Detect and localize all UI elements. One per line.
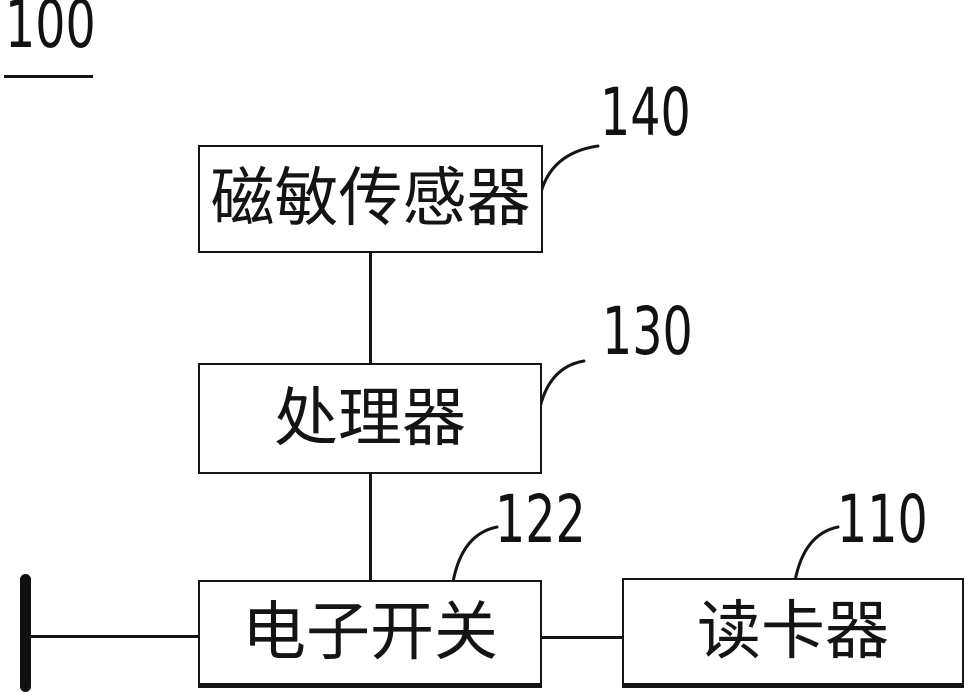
block-processor: 处理器 [198,363,542,474]
processor-label: 处理器 [274,382,466,454]
electronic-switch-label: 电子开关 [242,596,498,668]
connector-bar-to-switch [27,635,198,638]
ref-label-processor: 130 [602,293,693,370]
figure-reference-underline [4,75,93,78]
card-reader-label: 读卡器 [697,595,889,667]
ref-label-card-reader: 110 [837,481,928,558]
block-card-reader: 读卡器 [622,578,964,688]
connector-processor-to-switch [369,474,372,580]
block-electronic-switch: 电子开关 [198,580,542,688]
connector-sensor-to-processor [369,253,372,363]
ref-label-magnetic-sensor: 140 [600,74,691,151]
magnetic-sensor-label: 磁敏传感器 [210,163,531,234]
leader-line-110 [793,525,840,583]
block-magnetic-sensor: 磁敏传感器 [198,145,543,253]
terminal-bar-icon [20,574,31,692]
leader-line-140 [538,144,600,198]
ref-label-electronic-switch: 122 [495,481,586,558]
connector-switch-to-reader [542,636,622,639]
leader-line-130 [537,359,586,414]
figure-reference-number: 100 [5,0,96,63]
leader-line-122 [451,525,499,584]
